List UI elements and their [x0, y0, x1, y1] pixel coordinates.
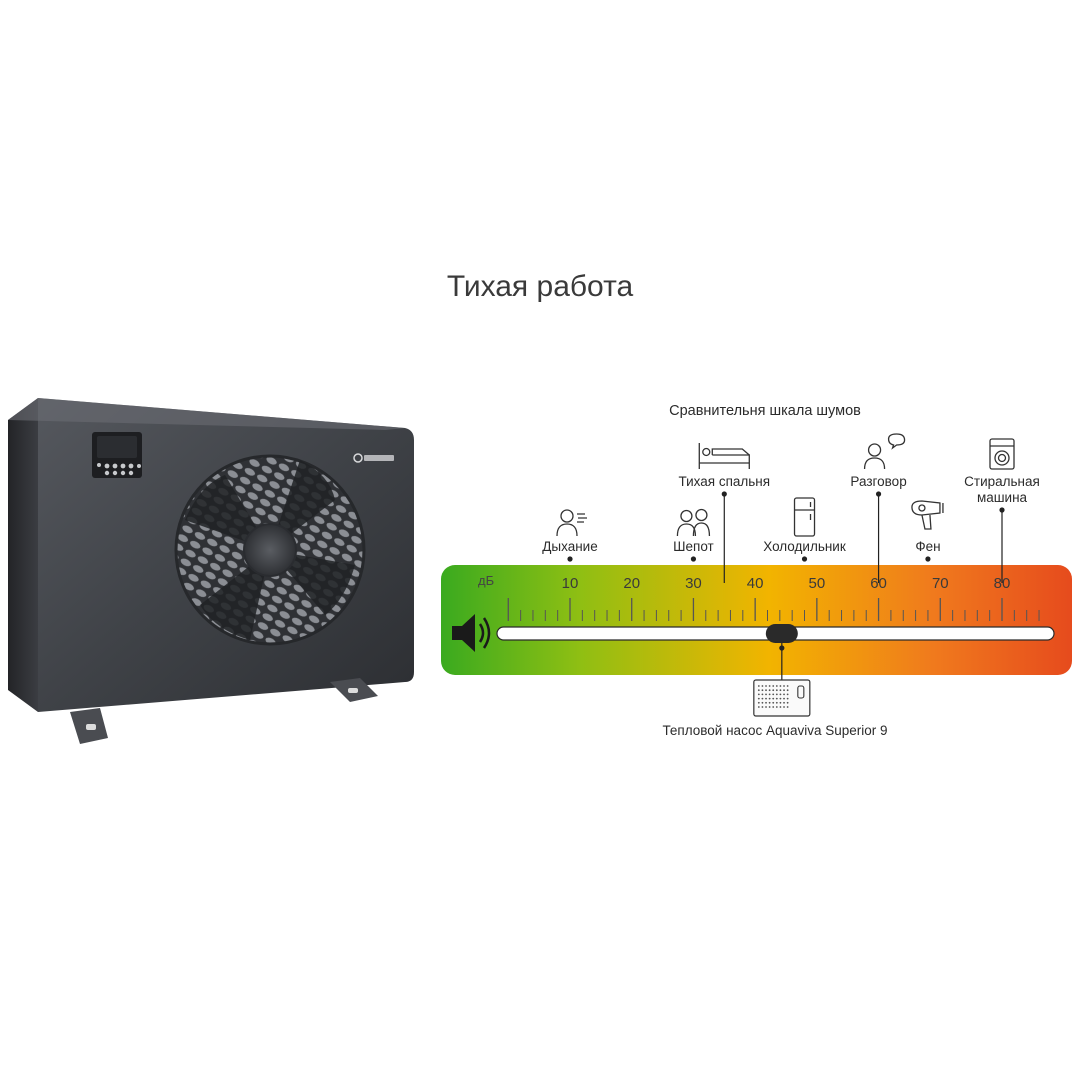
- reference-dot: [721, 491, 727, 497]
- breathing-person-icon: [556, 509, 587, 537]
- reference-label-line2: машина: [976, 490, 1028, 505]
- reference-dot: [567, 556, 573, 562]
- fan-grille: [174, 454, 366, 646]
- cabinet-side: [8, 398, 38, 712]
- reference-dot: [999, 507, 1005, 513]
- tick-label: 70: [931, 575, 949, 592]
- talking-person-icon: [863, 433, 906, 470]
- bed-icon: [698, 443, 750, 469]
- reference-label: Холодильник: [763, 539, 846, 554]
- reference-label: Стиральная: [964, 474, 1040, 489]
- reference-label: Фен: [915, 539, 941, 554]
- reference-dot: [801, 556, 808, 562]
- tick-label: 10: [561, 575, 579, 592]
- brand-logo: [353, 453, 394, 463]
- scale-band: [441, 565, 1072, 675]
- tick-marks: [507, 598, 1040, 621]
- tick-label: 80: [993, 575, 1011, 592]
- page-title: Тихая работа: [446, 270, 634, 303]
- reference-label: Дыхание: [542, 539, 598, 554]
- heat-pump-product-image: [8, 398, 414, 744]
- whisper-people-icon: [676, 508, 711, 537]
- tick-label: 60: [870, 575, 887, 592]
- unit-label: дБ: [478, 573, 495, 588]
- reference-dot: [875, 491, 882, 497]
- reference-dot: [690, 556, 697, 562]
- device-marker: [765, 624, 798, 643]
- washing-machine-icon: [989, 438, 1015, 470]
- tick-label: 50: [808, 575, 826, 592]
- reference-dot: [925, 556, 931, 562]
- reference-label: Шепот: [673, 539, 714, 554]
- fridge-icon: [793, 497, 816, 537]
- scale-heading: Сравнительня шкала шумов: [669, 403, 861, 419]
- display-screen: [97, 436, 137, 458]
- tick-label: 20: [623, 575, 641, 592]
- hair-dryer-icon: [911, 500, 944, 530]
- tick-label: 40: [746, 575, 764, 592]
- speaker-icon: [452, 614, 491, 652]
- device-label: Тепловой насос Aquaviva Superior 9: [662, 723, 888, 738]
- reference-label: Тихая спальня: [678, 474, 771, 489]
- tick-label: 30: [685, 575, 702, 592]
- heat-pump-icon: [753, 679, 811, 717]
- reference-label: Разговор: [850, 474, 907, 489]
